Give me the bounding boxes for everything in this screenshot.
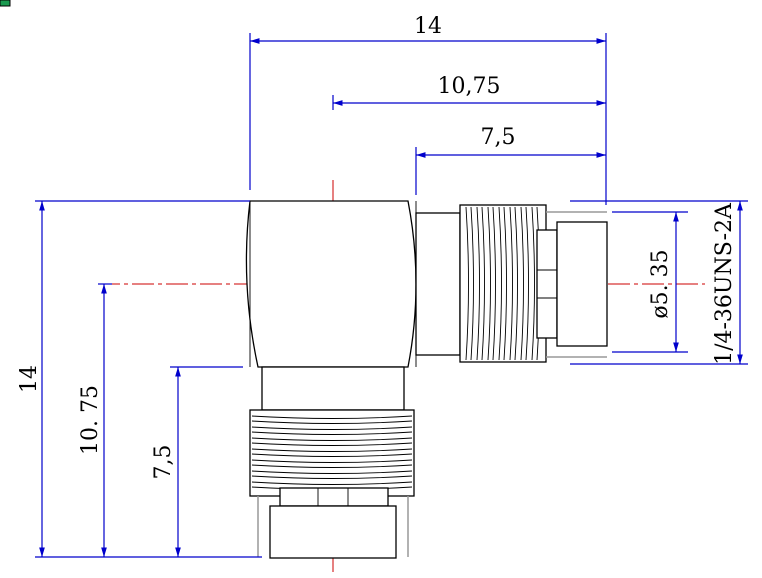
body <box>245 200 417 368</box>
dim-left-thread: 7,5 <box>151 445 176 480</box>
right-arm <box>415 204 608 363</box>
dim-top-center: 10,75 <box>438 74 501 99</box>
dim-left-overall: 14 <box>17 365 42 393</box>
corner-marker <box>0 0 11 7</box>
dim-thread-spec: 1/4-36UNS-2A <box>712 202 737 365</box>
top-dimensions: 14 10,75 7,5 <box>249 14 607 205</box>
dim-inner-diameter: ø5. 35 <box>648 249 673 318</box>
right-dimensions: ø5. 35 1/4-36UNS-2A <box>570 200 748 365</box>
dim-left-center: 10. 75 <box>78 385 103 455</box>
dim-top-overall: 14 <box>414 14 442 39</box>
left-dimensions: 14 10. 75 7,5 <box>17 200 262 558</box>
bottom-arm <box>249 366 415 559</box>
dim-top-thread: 7,5 <box>481 125 516 150</box>
